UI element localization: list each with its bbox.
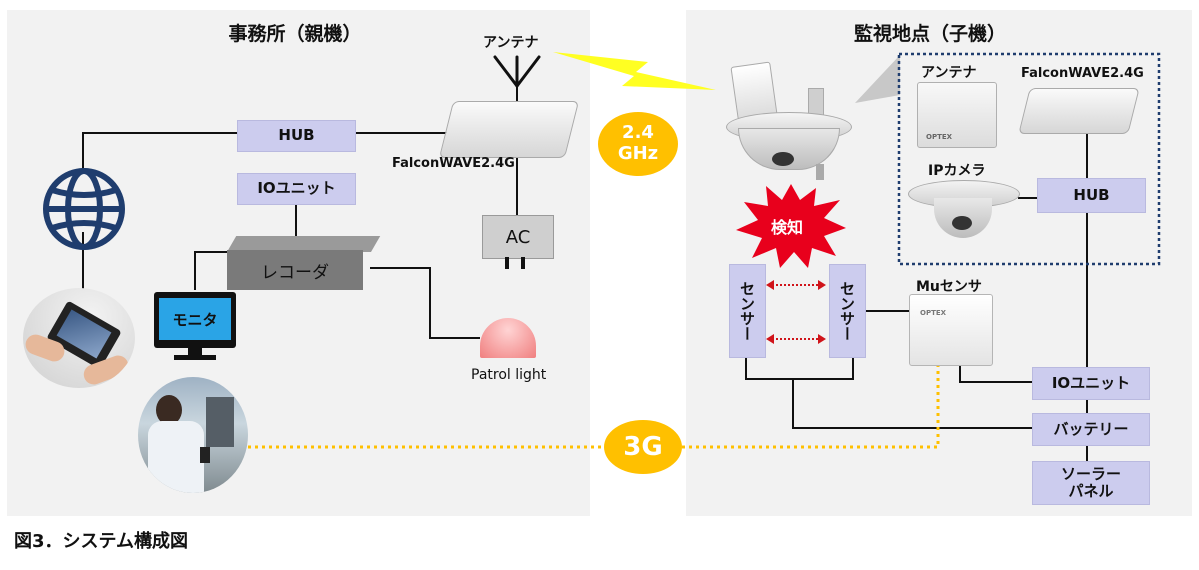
patrol-light-label: Patrol light	[471, 367, 547, 383]
figure-caption: 図3．システム構成図	[14, 531, 188, 552]
ac-plug-pins	[505, 257, 509, 269]
recorder: レコーダ	[227, 236, 381, 290]
mu-sensor-device: OPTEX	[909, 294, 993, 366]
sensor-left: センサー	[729, 264, 766, 358]
sensor-right: センサー	[829, 264, 866, 358]
wireless-link-bolt	[553, 52, 716, 90]
ip-camera-label: IPカメラ	[928, 163, 986, 179]
monitor-label: モニタ	[159, 298, 231, 340]
detect-label: 検知	[771, 218, 804, 237]
falconwave-parent-unit	[438, 101, 580, 158]
child-antenna-device: OPTEX	[917, 82, 997, 148]
three-g-badge: 3G	[604, 420, 682, 474]
child-hub: HUB	[1037, 178, 1146, 213]
monitor-point-title: 監視地点（子機）	[853, 23, 1006, 45]
smartphone-user-photo	[138, 377, 248, 493]
antenna-icon	[493, 55, 541, 88]
tablet-user-photo	[23, 288, 135, 388]
ip-camera-device	[908, 180, 1020, 242]
falconwave-child-unit	[1018, 88, 1140, 134]
patrol-light	[480, 318, 536, 358]
recorder-label: レコーダ	[227, 250, 363, 290]
falconwave-parent-label: FalconWAVE2.4G	[392, 156, 515, 171]
ac-adapter: AC	[482, 215, 554, 259]
mu-sensor-label: Muセンサ	[916, 279, 982, 295]
ac-plug-pin-2	[521, 257, 525, 269]
frequency-badge: 2.4 GHz	[598, 112, 678, 176]
child-antenna-label: アンテナ	[921, 65, 977, 81]
child-antenna-brand: OPTEX	[926, 133, 953, 141]
office-antenna-label: アンテナ	[483, 35, 539, 51]
solar-panel: ソーラー パネル	[1032, 461, 1150, 505]
falconwave-child-label: FalconWAVE2.4G	[1021, 66, 1144, 81]
monitor: モニタ	[154, 292, 236, 362]
child-io-unit: IOユニット	[1032, 367, 1150, 400]
dome-camera-with-antenna	[720, 60, 855, 180]
battery: バッテリー	[1032, 413, 1150, 446]
office-io-unit: IOユニット	[237, 173, 356, 205]
office-hub: HUB	[237, 120, 356, 152]
office-title: 事務所（親機）	[228, 23, 362, 45]
mu-sensor-brand: OPTEX	[920, 309, 947, 317]
child-inset-box	[897, 52, 1161, 266]
detect-starburst-icon	[736, 184, 846, 268]
internet-globe-icon	[43, 168, 125, 250]
